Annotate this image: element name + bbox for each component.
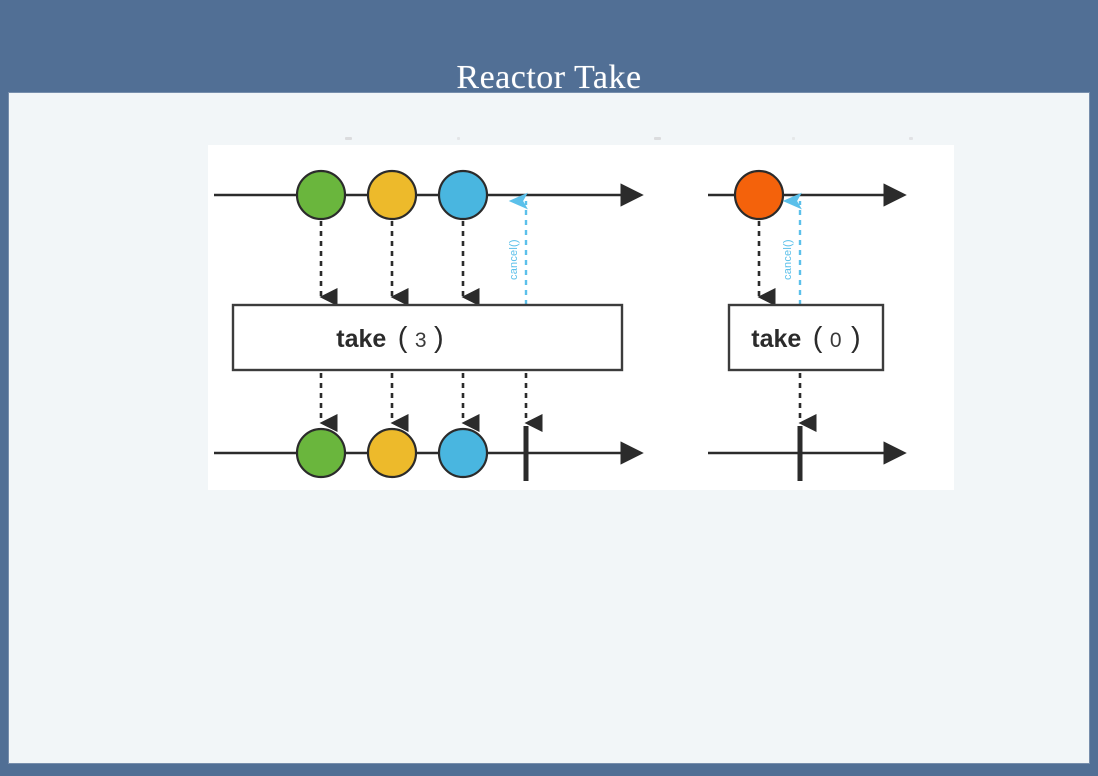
source-marble-orange[interactable] bbox=[733, 169, 785, 221]
result-marble-yellow[interactable] bbox=[366, 427, 418, 479]
content-panel: cancel() take ( 3 ) bbox=[9, 93, 1089, 763]
source-marble-green[interactable] bbox=[295, 169, 347, 221]
source-marble-blue[interactable] bbox=[437, 169, 489, 221]
page-title: Reactor Take bbox=[456, 59, 642, 96]
operator-paren-close: ) bbox=[434, 322, 444, 354]
operator-arg: 0 bbox=[830, 329, 842, 352]
example-take-3: cancel() take ( 3 ) bbox=[214, 169, 644, 481]
cancel-label: cancel() bbox=[508, 239, 520, 280]
operator-arg: 3 bbox=[415, 329, 427, 352]
operator-paren-close: ) bbox=[851, 322, 861, 354]
operator-paren-open: ( bbox=[398, 322, 408, 354]
image-artifact bbox=[792, 137, 795, 140]
operator-paren-open: ( bbox=[813, 322, 823, 354]
image-artifact bbox=[345, 137, 352, 140]
operator-label-take-3: take ( 3 ) bbox=[336, 322, 443, 354]
operator-label-take-0: take ( 0 ) bbox=[751, 322, 860, 354]
image-artifact bbox=[457, 137, 460, 140]
result-marble-green[interactable] bbox=[295, 427, 347, 479]
operator-box-take-3[interactable] bbox=[231, 303, 624, 372]
operator-name: take bbox=[751, 325, 801, 353]
cancel-label: cancel() bbox=[782, 239, 794, 280]
source-marble-yellow[interactable] bbox=[366, 169, 418, 221]
image-artifact bbox=[654, 137, 661, 140]
marble-diagram-svg: cancel() take ( 3 ) bbox=[214, 169, 907, 481]
operator-name: take bbox=[336, 325, 386, 353]
image-artifact bbox=[909, 137, 913, 140]
example-take-0: cancel() take ( 0 ) bbox=[708, 169, 907, 481]
result-marble-blue[interactable] bbox=[437, 427, 489, 479]
marble-diagram-image: cancel() take ( 3 ) bbox=[208, 145, 954, 490]
operator-box-take-0[interactable] bbox=[727, 303, 885, 372]
